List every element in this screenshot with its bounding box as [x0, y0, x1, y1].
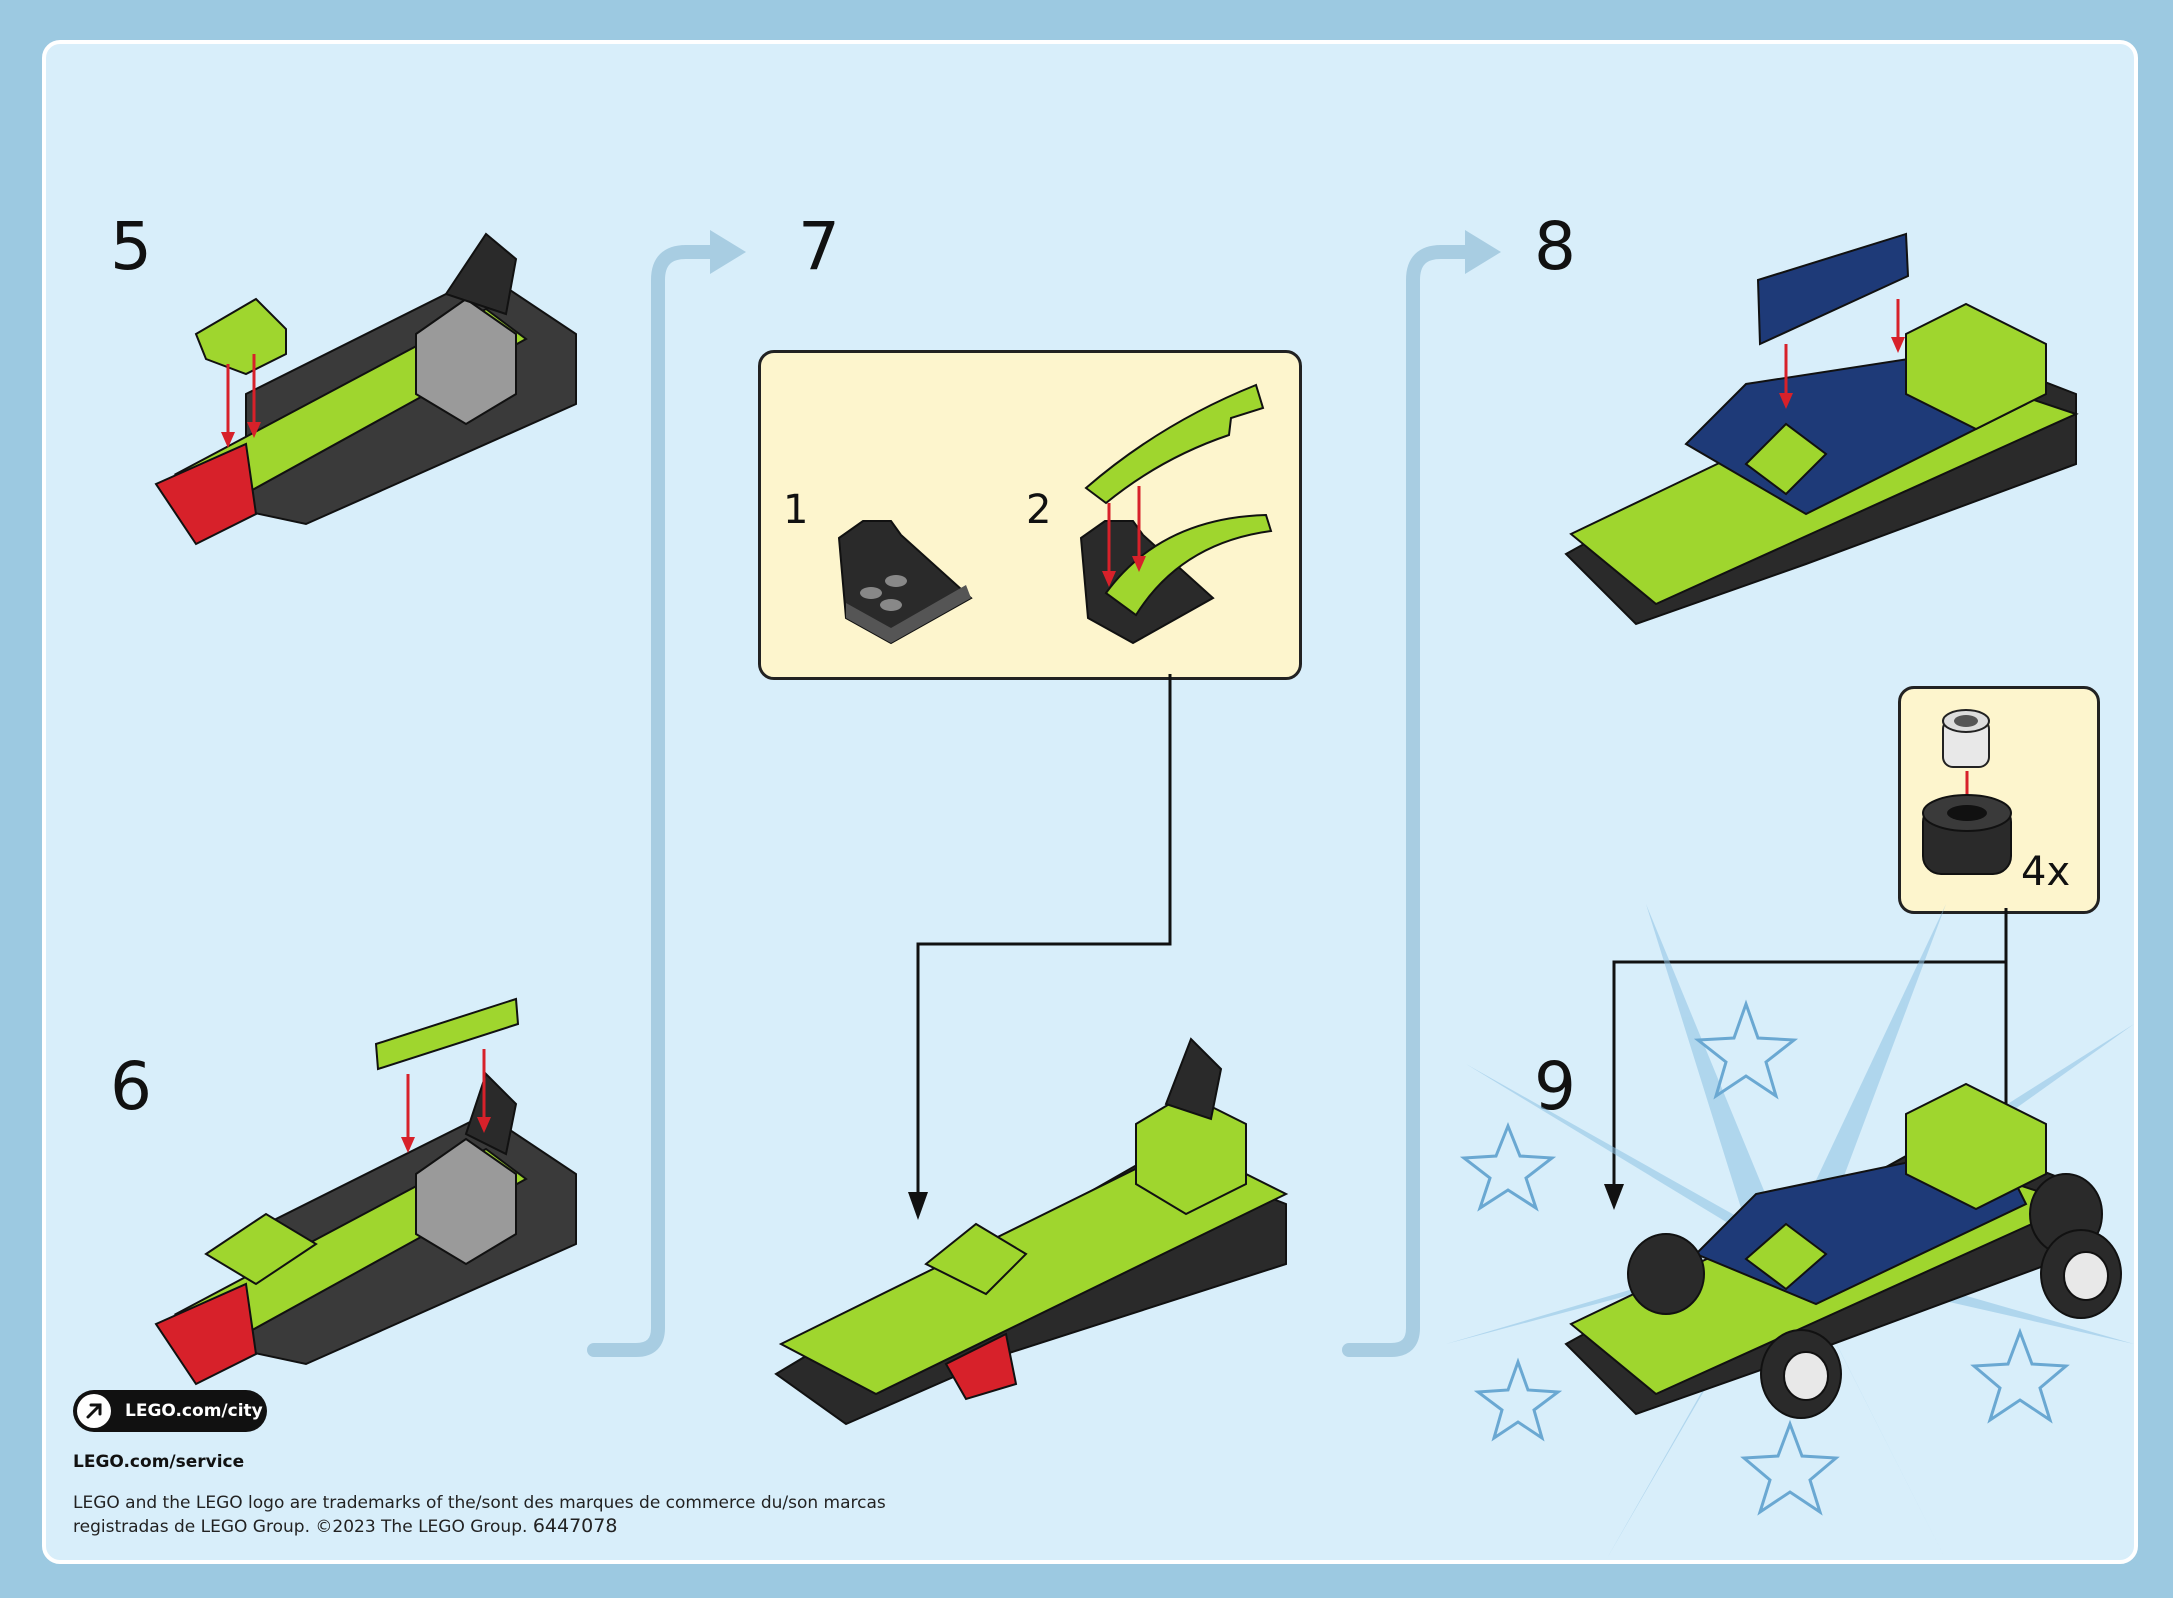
step-6-model: [154, 997, 577, 1386]
substep-number-2: 2: [1026, 487, 1052, 533]
instruction-page: 5 6 7 8 9 1 2: [42, 40, 2138, 1564]
step-5-model: [154, 232, 577, 546]
legal-line-1: LEGO and the LEGO logo are trademarks of…: [73, 1493, 886, 1513]
lego-city-link[interactable]: LEGO.com/city: [73, 1390, 267, 1432]
step-number-7: 7: [798, 208, 840, 285]
dark-wedge-piece: [837, 520, 973, 645]
star-icon: [1459, 1121, 1557, 1212]
quantity-label: 4x: [2021, 849, 2071, 895]
step-7-callout-drawing: [837, 383, 1273, 645]
step-number-5: 5: [110, 208, 152, 285]
wedge-with-slope-piece: [1079, 383, 1273, 645]
step-number-9: 9: [1534, 1048, 1576, 1125]
step-9-wheel-callout: 4x: [1898, 686, 2100, 914]
star-icon: [1693, 999, 1799, 1100]
substep-number-1: 1: [783, 487, 809, 533]
set-code: 6447078: [532, 1515, 618, 1537]
star-icon: [1970, 1327, 2070, 1424]
star-icon: [1473, 1357, 1563, 1442]
step-number-6: 6: [110, 1048, 152, 1125]
legal-line-2-text: registradas de LEGO Group. ©2023 The LEG…: [73, 1517, 528, 1537]
lego-city-link-label: LEGO.com/city: [125, 1401, 263, 1421]
step-8-model: [1564, 232, 2079, 626]
wheel-rear-right: [2040, 1229, 2122, 1319]
flow-arrows: [587, 230, 1501, 1357]
wheel-rim-icon: [1942, 709, 1990, 768]
model-illustrations: [154, 232, 2134, 1560]
legal-line-2: registradas de LEGO Group. ©2023 The LEG…: [73, 1515, 933, 1539]
legal-notice: LEGO and the LEGO logo are trademarks of…: [73, 1492, 933, 1539]
step-9-model: [1564, 1082, 2122, 1419]
step-7-subassembly-callout: 1 2: [758, 350, 1302, 680]
lego-service-link[interactable]: LEGO.com/service: [73, 1452, 245, 1472]
step-number-8: 8: [1534, 208, 1576, 285]
flow-arrow-step7-to-step8: [1342, 230, 1501, 1357]
wheel-front-left: [1627, 1233, 1705, 1315]
flow-arrow-step6-to-step7: [587, 230, 746, 1357]
wheel-front-right: [1760, 1329, 1842, 1419]
step-7-connector-line: [908, 674, 1172, 1220]
star-icon: [1740, 1419, 1840, 1516]
arrow-up-right-icon: [77, 1394, 111, 1428]
tire-icon: [1922, 794, 2012, 875]
step-7-model: [774, 1037, 1289, 1426]
wheel-assembly-drawing: [1922, 709, 2012, 875]
